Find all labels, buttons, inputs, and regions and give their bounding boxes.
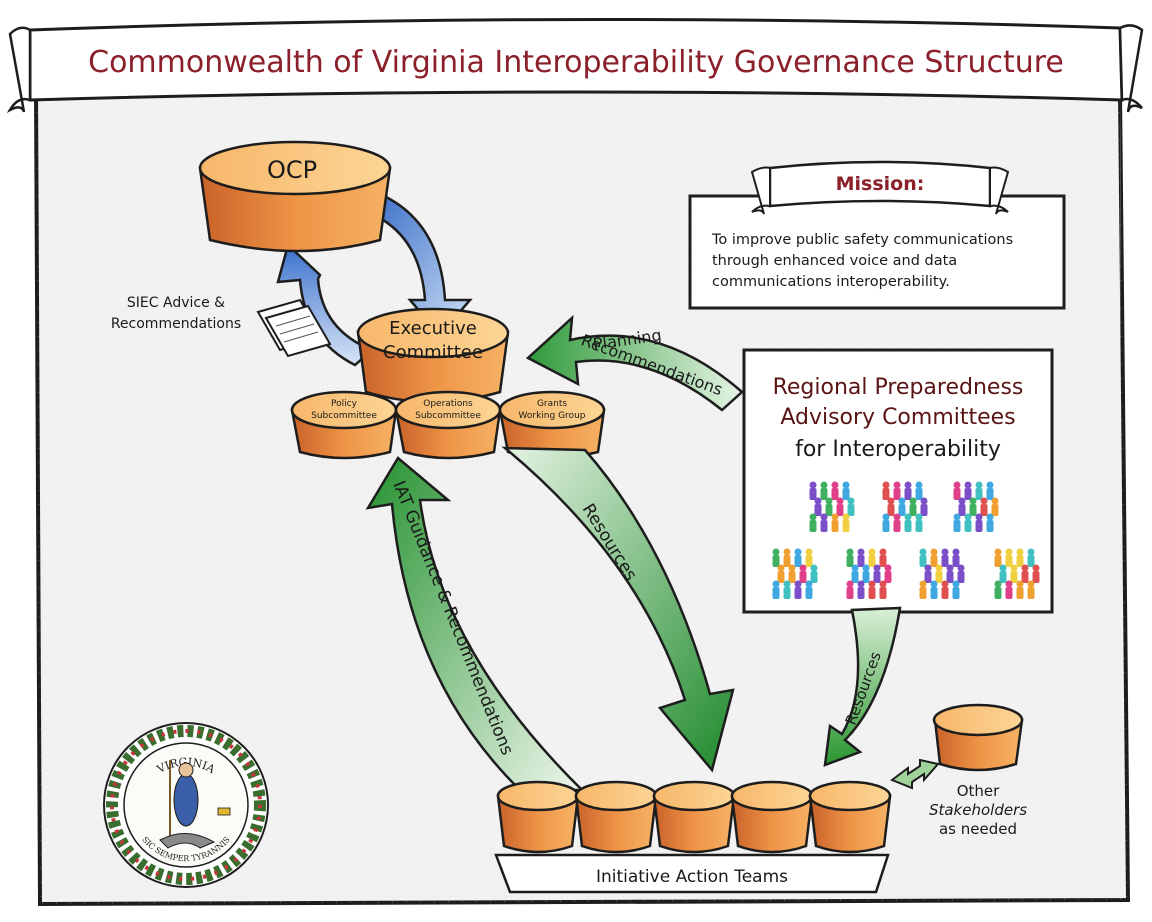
executive-label-line1: Executive (389, 318, 477, 339)
mission-line-2: through enhanced voice and data (712, 253, 957, 269)
mission-panel: Mission: To improve public safety commun… (688, 160, 1066, 310)
sub-grants-line2: Working Group (519, 411, 586, 421)
regional-title-line1: Regional Preparedness (773, 375, 1024, 400)
regional-title-line3: for Interoperability (795, 437, 1001, 462)
other-label-line1: Other (957, 782, 1000, 800)
mission-line-3: communications interoperability. (712, 274, 950, 290)
sub-operations-line2: Subcommittee (415, 411, 481, 421)
page-title: Commonwealth of Virginia Interoperabilit… (88, 45, 1064, 80)
ocp-drum: OCP (198, 140, 392, 253)
initiative-team-drum (496, 780, 580, 854)
initiative-banner: Initiative Action Teams (494, 853, 890, 894)
people-group (994, 548, 1040, 599)
initiative-team-drum (652, 780, 736, 854)
executive-drum: Executive Committee (356, 307, 510, 404)
other-stakeholders: Other Stakeholders as needed (889, 703, 1027, 838)
sub-policy-line1: Policy (331, 399, 358, 409)
other-label-line3: as needed (939, 820, 1017, 838)
people-group (846, 548, 892, 599)
people-group (953, 481, 999, 532)
initiative-team-drum (808, 780, 892, 854)
title-banner: Commonwealth of Virginia Interoperabilit… (6, 17, 1144, 113)
people-group (772, 548, 818, 599)
initiative-team-drums (496, 780, 892, 854)
other-label-line2: Stakeholders (929, 801, 1027, 819)
initiative-team-drum (730, 780, 814, 854)
subcommittee-drums: Policy Subcommittee Operations Subcommit… (290, 390, 606, 460)
sub-operations-line1: Operations (423, 399, 473, 409)
initiative-team-drum (574, 780, 658, 854)
people-groups (772, 481, 1040, 599)
policy-subcommittee-drum: Policy Subcommittee (290, 390, 398, 460)
grants-working-group-drum: Grants Working Group (498, 390, 606, 460)
initiative-label: Initiative Action Teams (596, 867, 788, 887)
sub-policy-line2: Subcommittee (311, 411, 377, 421)
sub-grants-line1: Grants (537, 399, 567, 409)
double-arrow-icon (889, 758, 940, 790)
siec-label-line1: SIEC Advice & (127, 295, 225, 311)
regional-panel: Regional Preparedness Advisory Committee… (742, 348, 1054, 614)
people-group (809, 481, 855, 532)
documents-icon (256, 298, 332, 358)
people-group (919, 548, 965, 599)
siec-label-line2: Recommendations (111, 316, 241, 332)
ocp-label: OCP (267, 156, 317, 184)
virginia-seal: VIRGINIA SIC SEMPER TYRANNIS (103, 722, 269, 888)
executive-label-line2: Committee (383, 342, 483, 363)
people-group (882, 481, 928, 532)
operations-subcommittee-drum: Operations Subcommittee (394, 390, 502, 460)
regional-title-line2: Advisory Committees (780, 405, 1015, 430)
mission-line-1: To improve public safety communications (711, 232, 1013, 248)
mission-heading: Mission: (836, 173, 925, 195)
